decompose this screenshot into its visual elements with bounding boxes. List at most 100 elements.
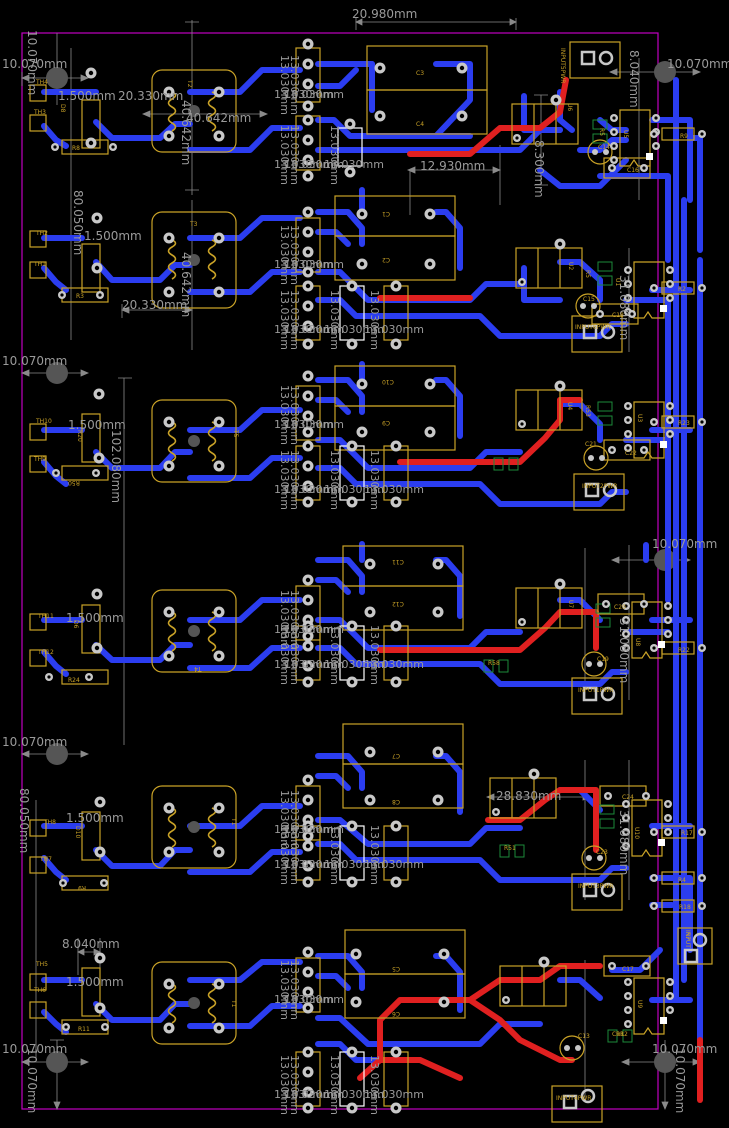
component-designator: C22	[625, 450, 637, 457]
connector-dimension-label: 13.030mm	[368, 290, 381, 350]
connector-dimension-label: 13.030mm	[328, 1055, 341, 1115]
connector-dimension-label: 13.030mm	[284, 993, 344, 1006]
connector-dimension-label: 13.030mm	[364, 483, 424, 496]
component-designator: R5	[598, 128, 605, 136]
dimension-label: 10.070mm	[673, 1048, 687, 1114]
component-designator: T1	[230, 1000, 237, 1008]
connector-dimension-label: 13.030mm	[324, 483, 384, 496]
connector-dimension-label: 13.030mm	[368, 1055, 381, 1115]
dimension-label: 1.500mm	[66, 611, 124, 625]
component-designator: C2	[382, 256, 391, 263]
component-designator: T1	[230, 818, 237, 826]
connector-dimension-label: 13.030mm	[288, 385, 301, 445]
dimension-label: 80.050mm	[71, 190, 85, 256]
component-designator: R23	[678, 420, 690, 427]
connector-dimension-label: 13.030mm	[328, 450, 341, 510]
component-designator: INPUT6PWR	[575, 324, 611, 331]
component-designator: D10	[74, 826, 81, 839]
connector-dimension-label: 13.030mm	[328, 825, 341, 885]
through-hole-pads	[45, 38, 708, 1114]
component-designator: TH11	[38, 613, 54, 620]
dimension-label: 1.500mm	[66, 811, 124, 825]
connector-dimension-label: 13.030mm	[274, 623, 334, 636]
component-designator: TH9	[34, 456, 46, 463]
connector-dimension-label: 13.030mm	[274, 88, 334, 101]
connector-dimension-label: 13.030mm	[364, 658, 424, 671]
component-designator: U7	[567, 600, 574, 609]
component-designator: INPUT4PWR	[556, 1095, 592, 1102]
component-designator: R12	[616, 1031, 628, 1038]
component-designator: T4	[194, 665, 202, 672]
bottom-copper-traces	[357, 77, 703, 1103]
dimension-label: 31.080mm	[617, 810, 631, 876]
component-designator: C9R	[612, 1031, 625, 1038]
dimension-label: 20.330mm	[122, 298, 188, 312]
component-designator: U3	[636, 414, 643, 423]
component-designator: U6	[566, 103, 573, 112]
component-designator: R17	[681, 830, 693, 837]
component-designator: R9	[78, 884, 86, 891]
component-designator: U1	[614, 278, 621, 287]
component-designator: U4	[566, 402, 573, 411]
dimension-label: 20.330mm	[118, 89, 184, 103]
component-designator: C12	[392, 600, 404, 607]
component-designator: TH2	[36, 230, 48, 237]
component-designator: R2	[678, 286, 686, 293]
connector-dimension-label: 13.030mm	[274, 158, 334, 171]
component-designator: C11	[392, 558, 404, 565]
connector-dimension-label: 13.030mm	[288, 825, 301, 885]
component-designator: R11	[78, 1026, 90, 1033]
component-designator: TH6	[34, 987, 46, 994]
connector-dimension-label: 13.030mm	[328, 625, 341, 685]
component-designator: TH5	[36, 961, 48, 968]
component-designator: R8	[72, 145, 80, 152]
component-designator: C10	[382, 378, 394, 385]
dimension-label: 10.070mm	[652, 1042, 718, 1056]
dimension-label: 8.300mm	[532, 140, 546, 198]
smd-pads	[483, 119, 633, 1043]
dimension-label: 1.500mm	[66, 975, 124, 989]
component-designator: TH1	[34, 261, 46, 268]
component-designator: R22	[678, 647, 690, 654]
connector-dimension-label: 13.030mm	[288, 290, 301, 350]
connector-dimension-label: 13.030mm	[274, 1088, 334, 1101]
dimension-label: 31.080mm	[617, 618, 631, 684]
component-designator: C14	[598, 144, 610, 151]
connector-dimension-label: 13.030mm	[324, 158, 384, 171]
dimension-label: 8.040mm	[62, 937, 120, 951]
connector-dimension-label: 13.030mm	[288, 1055, 301, 1115]
component-designator: INPUT1PWR	[578, 687, 614, 694]
dimension-label: 10.070mm	[2, 57, 68, 71]
component-designator: TH7	[40, 856, 52, 863]
component-designator: T5	[232, 430, 239, 438]
connector-dimension-label: 13.030mm	[274, 658, 334, 671]
connector-dimension-label: 13.030mm	[284, 323, 344, 336]
component-designator: D8	[59, 104, 66, 113]
connector-dimension-label: 13.030mm	[274, 418, 334, 431]
board-outline	[21, 32, 659, 1110]
component-designator: TH4	[36, 79, 48, 86]
dimension-label: 20.980mm	[352, 7, 418, 21]
component-designator: C21	[585, 441, 597, 448]
connector-dimension-label: 13.030mm	[274, 323, 334, 336]
component-designator: R20	[76, 430, 83, 442]
component-designator: R24	[68, 677, 80, 684]
component-designator: C9	[382, 419, 391, 426]
component-designator: U10	[633, 827, 640, 840]
connector-dimension-label: 13.030mm	[284, 1088, 344, 1101]
connector-dimension-label: 13.030mm	[288, 225, 301, 285]
connector-dimension-label: 13.030mm	[288, 450, 301, 510]
component-designator: INPUT5PWR	[559, 48, 566, 84]
dimension-label: 28.830mm	[496, 789, 562, 803]
component-designator: C3	[416, 70, 425, 77]
connector-dimension-label: 13.030mm	[328, 125, 341, 185]
connector-dimension-label: 13.030mm	[324, 1088, 384, 1101]
component-designator: R4	[678, 877, 686, 884]
connector-dimension-label: 13.030mm	[324, 658, 384, 671]
component-designator: INPUT3PWR	[578, 883, 614, 890]
transformer-coils	[167, 91, 217, 1024]
connector-dimension-label: 13.030mm	[284, 623, 344, 636]
component-designator: C1	[382, 210, 391, 217]
connector-dimension-label: 13.030mm	[274, 823, 334, 836]
